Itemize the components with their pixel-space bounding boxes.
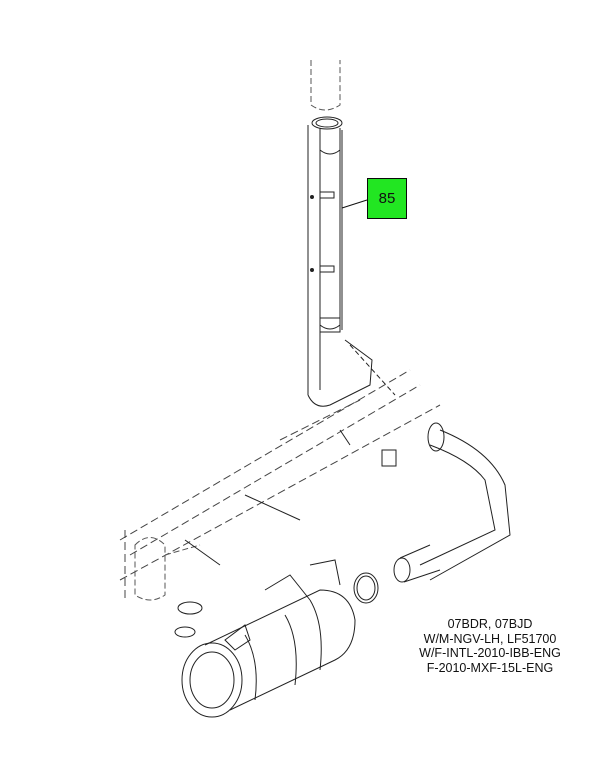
vertical-stack-pipe [307, 116, 396, 407]
caption-line: 07BDR, 07BJD [447, 617, 533, 631]
mounting-rods [184, 429, 397, 566]
callout-85[interactable]: 85 [367, 178, 407, 219]
band-clamp [174, 572, 379, 638]
caption-line: W/M-NGV-LH, LF51700 [423, 631, 557, 646]
muffler-canister [181, 559, 356, 718]
phantom-upper-pipe [310, 60, 341, 111]
caption-line: F-2010-MXF-15L-ENG [426, 660, 554, 675]
callout-leader-line [341, 199, 368, 209]
applicability-caption: 07BDR, 07BJD W/M-NGV-LH, LF51700 W/F-INT… [400, 617, 580, 675]
frame-rails [119, 369, 441, 600]
right-elbow-pipe [393, 422, 511, 583]
caption-line: W/F-INTL-2010-IBB-ENG [419, 646, 561, 660]
